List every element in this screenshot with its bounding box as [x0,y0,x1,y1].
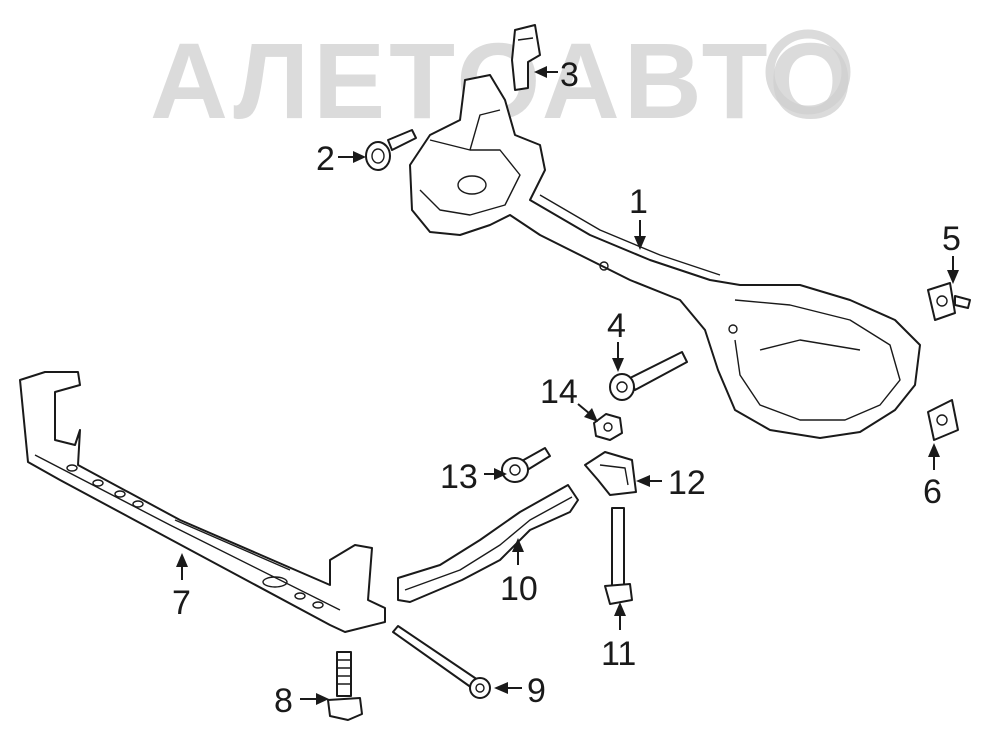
callout-1: 1 [629,183,648,221]
part-1-crossmember [409,74,921,439]
part-9-bolt [392,625,491,699]
arrow-5-icon [947,270,959,284]
arrow-2-icon [353,151,366,163]
callout-10: 10 [500,570,538,608]
arrow-1-icon [634,236,646,250]
arrow-6-icon [928,443,940,457]
callout-3: 3 [560,56,579,94]
arrow-8-icon [316,693,329,705]
callout-13: 13 [440,458,478,496]
arrow-11-icon [614,602,626,616]
arrow-9-icon [494,682,508,694]
callout-4: 4 [607,307,626,345]
arrow-12-icon [636,475,650,487]
part-10-bracket [397,484,579,603]
callout-9: 9 [527,672,546,710]
callout-8: 8 [274,682,293,720]
arrow-4-icon [612,358,624,372]
part-13-bolt [501,447,551,483]
callout-labels: 1 2 3 4 5 6 7 8 9 10 11 12 13 14 [172,56,961,720]
part-11-stud [604,507,633,605]
arrow-14-icon [584,408,598,422]
leader-lines [176,66,959,705]
part-6-clip-nut [927,399,959,441]
arrow-3-icon [534,66,547,78]
part-14-nut [593,413,623,441]
callout-6: 6 [923,473,942,511]
part-3-bracket [511,24,541,91]
part-7-support [19,371,386,633]
arrow-13-icon [494,468,507,480]
arrow-7-icon [176,553,188,567]
watermark-ring-icon [765,29,851,115]
callout-12: 12 [668,464,706,502]
callout-7: 7 [172,584,191,622]
part-2-bolt [365,129,417,171]
part-8-bolt [327,651,363,721]
callout-5: 5 [942,220,961,258]
part-4-bolt [609,351,688,401]
part-12-bracket [584,451,637,496]
arrow-10-icon [512,538,524,552]
part-5-clip [927,282,971,321]
callout-14: 14 [540,373,578,411]
callout-11: 11 [601,635,636,673]
callout-2: 2 [316,140,335,178]
